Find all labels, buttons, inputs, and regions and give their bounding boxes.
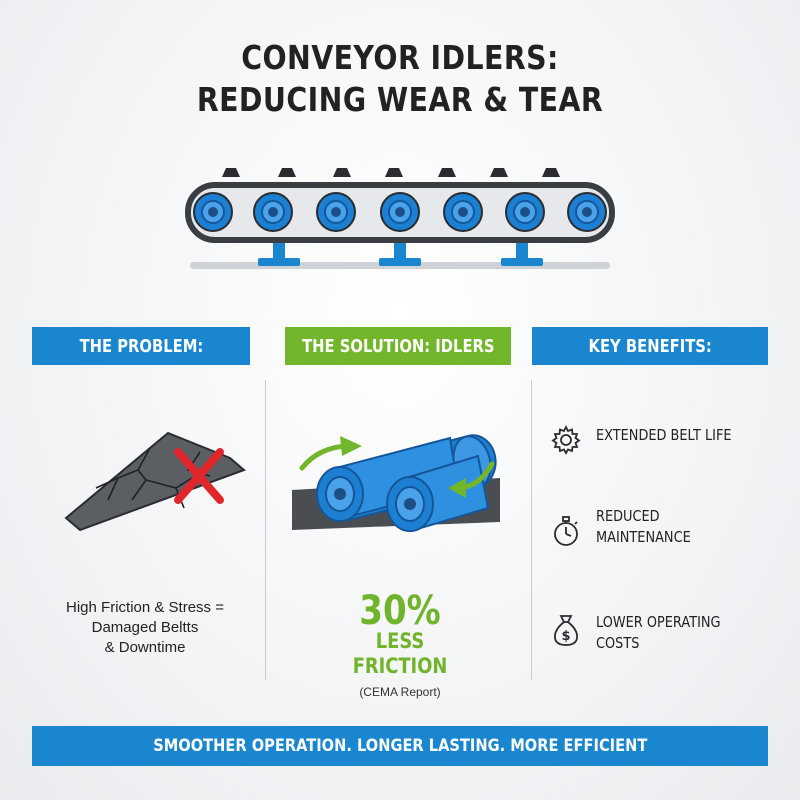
- roller-front-right: [386, 454, 490, 532]
- footer-banner: SMOOTHER OPERATION. LONGER LASTING. MORE…: [32, 726, 768, 766]
- benefit-1-text: EXTENDED BELT LIFE: [596, 426, 732, 444]
- benefits-header: KEY BENEFITS:: [532, 327, 768, 365]
- friction-stat-line-2: FRICTION: [352, 654, 448, 678]
- benefit-2-line-1: REDUCED: [596, 507, 660, 525]
- benefit-2-line-2: MAINTENANCE: [596, 528, 691, 546]
- page-title-line-2: REDUCING WEAR & TEAR: [196, 80, 604, 119]
- column-divider-right: [531, 380, 532, 680]
- column-divider-left: [265, 380, 266, 680]
- friction-stat-line-1: LESS: [375, 629, 425, 653]
- stopwatch-icon: [554, 516, 578, 546]
- source-note: (CEMA Report): [359, 685, 441, 699]
- svg-text:$: $: [561, 629, 570, 644]
- problem-text-line-1: High Friction & Stress =: [66, 599, 224, 616]
- benefit-3-line-1: LOWER OPERATING: [596, 613, 721, 631]
- problem-header: THE PROBLEM:: [32, 327, 250, 365]
- conveyor-illustration: [185, 168, 615, 269]
- money-bag-icon: $: [554, 615, 578, 646]
- gear-icon: [551, 424, 581, 455]
- page-title-line-1: CONVEYOR IDLERS:: [241, 38, 559, 77]
- rotation-arrow-left-icon: [299, 443, 349, 471]
- benefit-item-2: REDUCED MAINTENANCE: [596, 506, 786, 548]
- benefit-item-1: EXTENDED BELT LIFE: [596, 425, 786, 446]
- solution-header: THE SOLUTION: IDLERS: [285, 327, 511, 365]
- benefit-3-line-2: COSTS: [596, 634, 640, 652]
- red-x-icon: [174, 448, 224, 504]
- roller-row: [193, 192, 607, 232]
- problem-text-line-3: & Downtime: [104, 639, 186, 656]
- benefit-item-3: LOWER OPERATING COSTS: [596, 612, 786, 654]
- friction-stat-value: 30%: [359, 588, 441, 634]
- footer-text: SMOOTHER OPERATION. LONGER LASTING. MORE…: [152, 736, 648, 756]
- problem-text-line-2: Damaged Beltts: [91, 619, 199, 636]
